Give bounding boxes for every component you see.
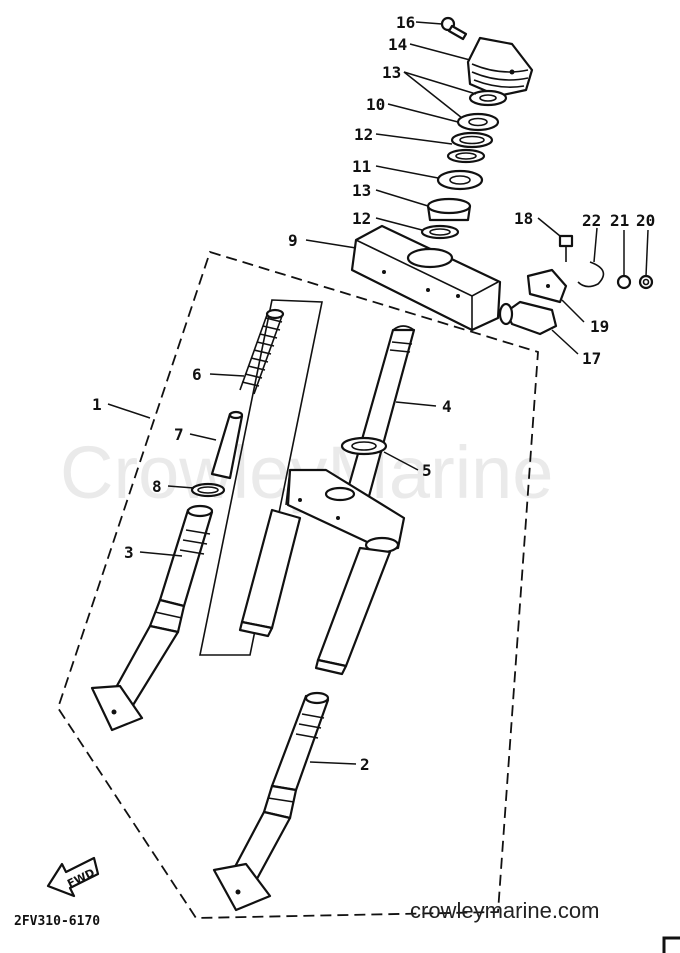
callout-20: 20 [636,211,655,230]
callout-1: 1 [92,395,102,414]
assembly-boundary [57,250,539,919]
callout-3: 3 [124,543,134,562]
callout-6: 6 [192,365,202,384]
callout-7: 7 [174,425,184,444]
bearing-stack [420,36,534,240]
callout-numbers: 16 14 13 10 12 11 13 12 9 18 22 21 20 19… [92,13,655,774]
callout-21: 21 [610,211,629,230]
callout-14: 13 [382,63,401,82]
callout-9: 9 [288,231,298,250]
callout-12: 13 [352,181,371,200]
damper-rod [210,410,244,480]
lower-bracket [238,468,406,676]
left-fork-tube [90,504,214,732]
spring-subgroup-bracket [199,299,323,656]
callout-13-upper: 12 [354,125,373,144]
corner-mark [662,936,680,953]
callout-17: 17 [582,349,601,368]
o-ring [190,482,226,498]
spring [239,308,285,395]
callout-11: 11 [352,157,371,176]
upper-bracket [350,224,502,332]
site-url: crowleymarine.com [410,898,600,923]
callout-8: 8 [152,477,162,496]
callout-15: 14 [388,35,407,54]
clamp-assembly [498,234,654,336]
drawing-code: 2FV310-6170 [14,914,100,929]
callout-5: 5 [422,461,432,480]
leader-lines [107,21,649,765]
callout-10: 10 [366,95,385,114]
callout-16: 16 [396,13,415,32]
callout-13-lower: 12 [352,209,371,228]
callout-2: 2 [360,755,370,774]
callout-22: 22 [582,211,601,230]
callout-19: 19 [590,317,609,336]
shaft-washer [340,436,388,456]
fwd-arrow-icon: FWD [46,856,100,898]
callout-18: 18 [514,209,533,228]
callout-4: 4 [442,397,452,416]
top-bolt [440,16,468,41]
right-fork-tube [212,691,330,912]
